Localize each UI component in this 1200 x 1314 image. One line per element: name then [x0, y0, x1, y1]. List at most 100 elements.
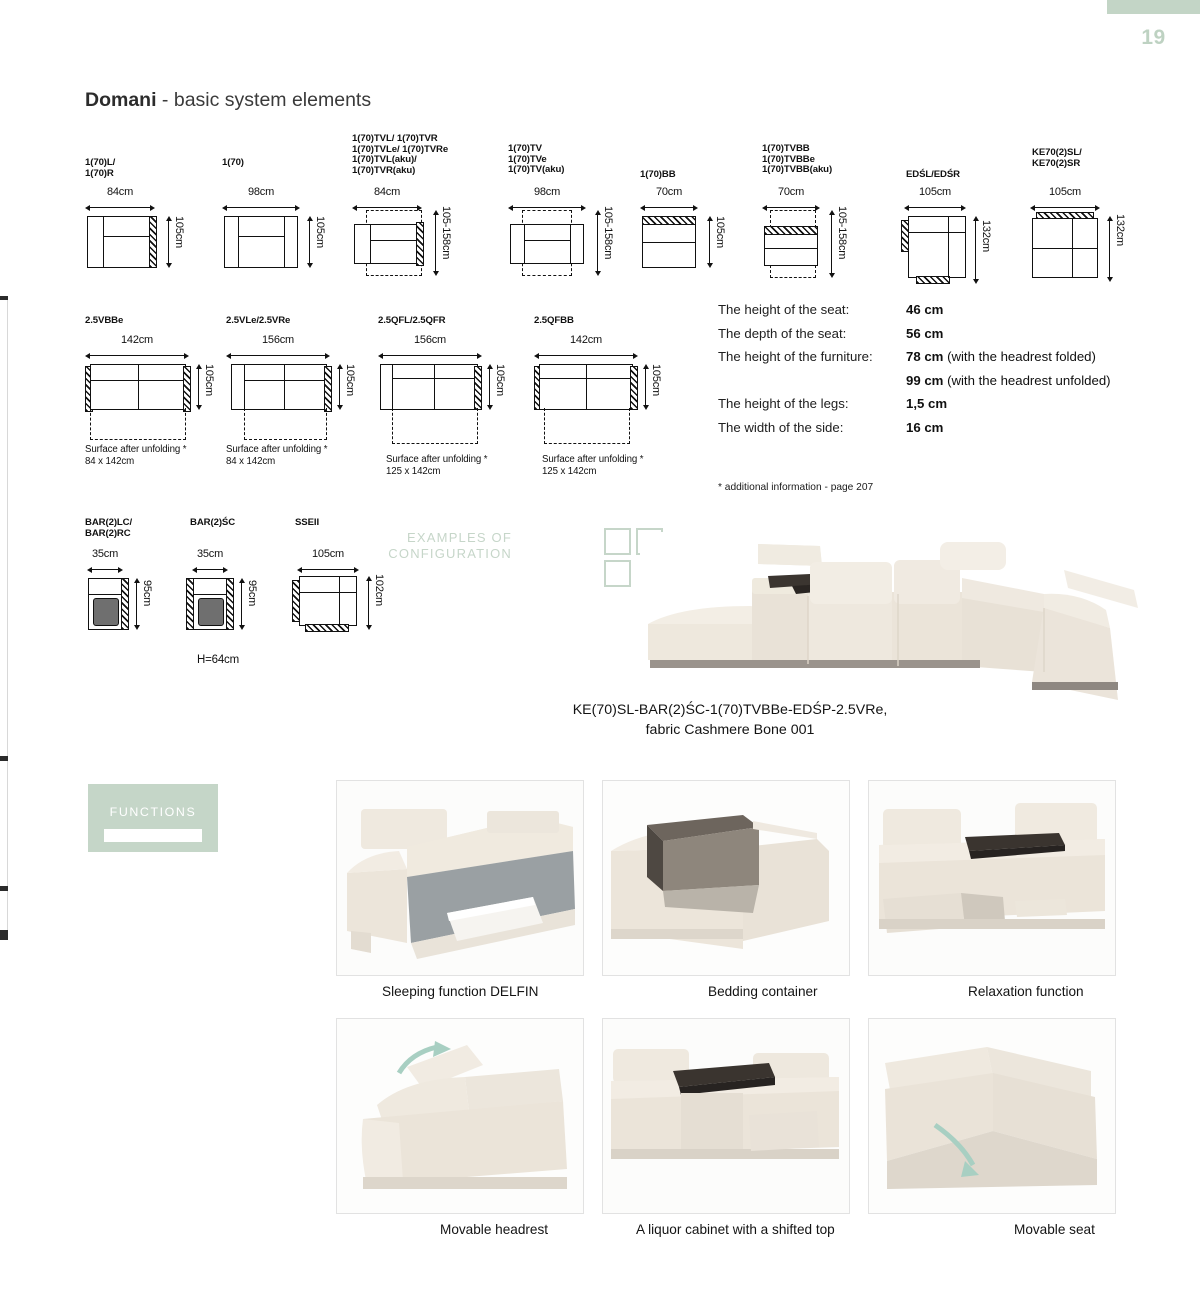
element-code: 2.5VLe/2.5VRe [226, 315, 291, 326]
element-divider [339, 576, 341, 626]
width-label: 84cm [106, 186, 134, 198]
element-outline [299, 576, 357, 626]
configuration-code: KE(70)SL-BAR(2)ŚC-1(70)TVBBe-EDŚP-2.5VRe… [572, 702, 888, 718]
spec-footnote: * additional information - page 207 [718, 482, 874, 493]
width-label: 98cm [247, 186, 275, 198]
examples-line1: EXAMPLES OF [407, 530, 512, 545]
spec-parenthetical: (with the headrest unfolded) [943, 372, 1111, 388]
spec-label: The height of the furniture: [718, 349, 873, 364]
height-dimension [238, 578, 245, 630]
element-1-70-TV: 1(70)TV 1(70)TVe 1(70)TV(aku) 98cm 105-1… [508, 143, 668, 304]
unfolded-outline [544, 408, 630, 444]
height-dimension [486, 364, 493, 410]
width-label: 70cm [655, 186, 683, 198]
function-photo [868, 1018, 1116, 1214]
height-dimension [828, 210, 835, 278]
width-label: 142cm [120, 334, 154, 346]
element-divider [299, 592, 357, 594]
height-dimension [306, 216, 313, 268]
element-code: 2.5QFL/2.5QFR [378, 315, 446, 326]
element-divider [570, 224, 572, 264]
spec-number: 1,5 cm [906, 396, 948, 411]
config-square-3 [604, 560, 631, 587]
element-divider [88, 594, 122, 596]
examples-label: EXAMPLES OF CONFIGURATION [332, 530, 512, 562]
element-2-5-QFL-QFR: 2.5QFL/2.5QFR 156cm 105cm Surface after … [378, 315, 598, 496]
functions-badge: FUNCTIONS [88, 784, 218, 852]
function-photo [336, 1018, 584, 1214]
element-arm-hatch [416, 222, 424, 266]
width-dimension [85, 204, 155, 211]
element-divider [392, 364, 394, 410]
unfolding-note: Surface after unfolding * 125 x 142cm [386, 454, 488, 478]
height-label: 105-158cm [836, 206, 848, 260]
width-label: 156cm [413, 334, 447, 346]
edge-mark-mid [0, 756, 8, 761]
spec-value: 99 cm (with the headrest unfolded) [906, 373, 1111, 388]
height-label: 105cm [650, 364, 662, 397]
title-subtext: - basic system elements [156, 89, 372, 111]
element-code: 1(70)BB [640, 169, 676, 180]
function-photo-cell: Movable headrest [336, 1018, 584, 1243]
width-dimension [904, 204, 966, 211]
spec-number: 46 cm [906, 302, 944, 317]
height-label: 105cm [714, 216, 726, 249]
element-side-hatch-right [226, 578, 234, 630]
element-code: KE70(2)SL/ KE70(2)SR [1032, 147, 1082, 169]
height-dimension [133, 578, 140, 630]
height-label: 95cm [246, 580, 258, 607]
function-photo [602, 780, 850, 976]
element-outline [354, 224, 420, 264]
functions-underline [104, 829, 202, 842]
width-label: 105cm [918, 186, 952, 198]
element-divider [764, 248, 818, 250]
function-caption: Relaxation function [968, 984, 1084, 999]
spec-number: 99 cm [906, 372, 944, 388]
function-caption: Sleeping function DELFIN [382, 984, 539, 999]
element-divider [586, 364, 588, 410]
element-divider [434, 364, 436, 410]
edge-mark-bottom [0, 930, 8, 940]
element-outline [642, 224, 696, 268]
configuration-photo [640, 532, 1140, 707]
page-title: Domani - basic system elements [85, 89, 371, 112]
width-dimension [226, 352, 330, 359]
element-1-70-TVL-TVR: 1(70)TVL/ 1(70)TVR 1(70)TVLe/ 1(70)TVRe … [352, 133, 512, 304]
element-BAR2-SC: BAR(2)ŚC 35cm 95cm H=64cm [186, 517, 320, 688]
element-divider [948, 216, 950, 278]
element-divider [370, 224, 372, 264]
element-code: SSEII [295, 517, 320, 528]
element-bar-top [198, 598, 224, 626]
element-divider [284, 364, 286, 410]
spec-label: The height of the legs: [718, 396, 849, 411]
spec-value: 46 cm [906, 302, 943, 317]
liquor-cabinet-illustration [603, 1019, 849, 1213]
function-photo-cell: Movable seat [868, 1018, 1116, 1243]
element-bottom-hatch [916, 276, 950, 284]
relaxation-function-illustration [869, 781, 1115, 975]
width-label: 142cm [569, 334, 603, 346]
height-dimension [706, 216, 713, 268]
width-label: 35cm [196, 548, 224, 560]
height-label: 105-158cm [602, 206, 614, 260]
height-label: 105cm [173, 216, 185, 249]
element-outline [380, 364, 478, 410]
bedding-container-illustration [603, 781, 849, 975]
height-dimension [336, 364, 343, 410]
width-label: 105cm [1048, 186, 1082, 198]
function-photo-cell: Bedding container [602, 780, 850, 1005]
height-dimension [972, 216, 979, 284]
spec-label: The width of the side: [718, 419, 844, 435]
configuration-fabric: fabric Cashmere Bone 001 [645, 722, 815, 738]
element-outline [510, 224, 584, 264]
element-divider [238, 236, 284, 238]
width-label: 105cm [311, 548, 345, 560]
element-code: 1(70)TVL/ 1(70)TVR 1(70)TVLe/ 1(70)TVRe … [352, 133, 449, 176]
element-1-70-L-R: 1(70)L/ 1(70)R 84cm 105cm [85, 157, 235, 298]
width-dimension [85, 352, 189, 359]
element-arm-hatch-right [324, 366, 332, 412]
element-1-70: 1(70) 98cm 105cm [222, 157, 372, 298]
edge-guide-line [7, 300, 8, 940]
element-code: 1(70)L/ 1(70)R [85, 157, 116, 179]
element-divider [1032, 248, 1098, 250]
